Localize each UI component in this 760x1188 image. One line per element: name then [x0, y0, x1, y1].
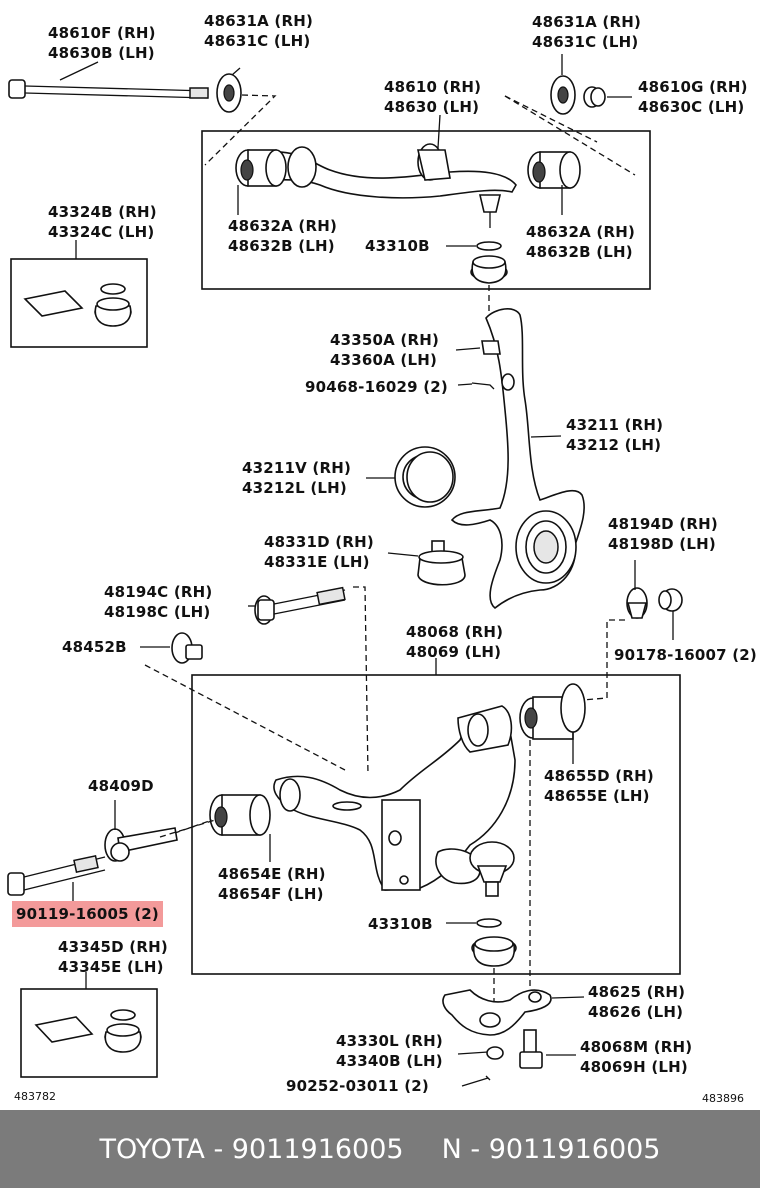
label-43345e: 43345E (LH) — [58, 958, 164, 976]
label-43212: 43212 (LH) — [566, 436, 661, 454]
label-48610g: 48610G (RH) — [638, 78, 748, 96]
cam-washer-right-drawing — [550, 75, 576, 115]
label-48452b: 48452B — [62, 638, 127, 656]
label-48631a-left: 48631A (RH) — [204, 12, 313, 30]
label-48631c-left: 48631C (LH) — [204, 32, 310, 50]
label-48631a-right: 48631A (RH) — [532, 13, 641, 31]
label-48610: 48610 (RH) — [384, 78, 481, 96]
label-43324c: 43324C (LH) — [48, 223, 154, 241]
upper-boot-kit-box — [10, 258, 148, 348]
diagram-code-right: 483896 — [702, 1092, 744, 1105]
label-43310b-top: 43310B — [365, 237, 430, 255]
label-48654f: 48654F (LH) — [218, 885, 324, 903]
label-90468: 90468-16029 (2) — [305, 378, 448, 396]
upper-control-arm-drawing — [235, 143, 581, 228]
cam-plate-48452b-drawing — [171, 632, 203, 664]
lower-ball-joint-drawing — [469, 841, 515, 897]
label-48655d: 48655D (RH) — [544, 767, 654, 785]
label-48194c: 48194C (RH) — [104, 583, 212, 601]
steering-knuckle-drawing — [450, 308, 585, 610]
label-43211v: 43211V (RH) — [242, 459, 351, 477]
label-43340b: 43340B (LH) — [336, 1052, 443, 1070]
label-48331e: 48331E (LH) — [264, 553, 370, 571]
label-48198c: 48198C (LH) — [104, 603, 210, 621]
cam-washer-48409d-drawing — [104, 827, 178, 862]
label-48069h: 48069H (LH) — [580, 1058, 688, 1076]
lower-boot-kit-box — [20, 988, 158, 1078]
label-90252: 90252-03011 (2) — [286, 1077, 429, 1095]
suspension-parts-diagram: 48610F (RH) 48630B (LH) 48631A (RH) 4863… — [7, 12, 757, 1105]
label-48630: 48630 (LH) — [384, 98, 479, 116]
nut-43330l-drawing — [486, 1046, 504, 1060]
dust-seal-43211v-drawing — [394, 446, 456, 508]
label-43324b: 43324B (RH) — [48, 203, 157, 221]
diagram-code-left: 483782 — [14, 1090, 56, 1103]
label-48626: 48626 (LH) — [588, 1003, 683, 1021]
upper-ball-joint-boot-drawing — [470, 241, 508, 284]
bushing-48654e-drawing — [209, 794, 271, 836]
label-43211: 43211 (RH) — [566, 416, 663, 434]
label-48630b: 48630B (LH) — [48, 44, 155, 62]
cam-washer-left-drawing — [216, 73, 242, 113]
label-48068: 48068 (RH) — [406, 623, 503, 641]
cam-washer-48194d-drawing — [626, 587, 648, 619]
lower-boot-kit-drawing — [34, 1009, 142, 1053]
label-48632a-left: 48632A (RH) — [228, 217, 337, 235]
label-48409d: 48409D — [88, 777, 154, 795]
bump-stopper-drawing — [417, 540, 466, 586]
label-43310b-bottom: 43310B — [368, 915, 433, 933]
label-48610f: 48610F (RH) — [48, 24, 156, 42]
cam-bolt-48194c-drawing — [254, 586, 346, 625]
label-43360a: 43360A (LH) — [330, 351, 437, 369]
footer-n-part-number: N - 9011916005 — [441, 1133, 661, 1165]
label-48654e: 48654E (RH) — [218, 865, 326, 883]
label-48632a-right: 48632A (RH) — [526, 223, 635, 241]
upper-arm-box — [201, 130, 651, 290]
footer-toyota-part-number: TOYOTA - 9011916005 — [99, 1133, 404, 1165]
bolt-48068m-drawing — [519, 1029, 543, 1069]
label-48630c: 48630C (LH) — [638, 98, 744, 116]
lower-ball-joint-boot-drawing — [471, 918, 517, 967]
label-90178: 90178-16007 (2) — [614, 646, 757, 664]
label-48632b-right: 48632B (LH) — [526, 243, 633, 261]
label-48194d: 48194D (RH) — [608, 515, 718, 533]
label-43212l: 43212L (LH) — [242, 479, 347, 497]
cotter-pin-90252-drawing — [461, 1075, 491, 1087]
label-48655e: 48655E (LH) — [544, 787, 650, 805]
nut-48610g-drawing — [583, 86, 606, 108]
label-48631c-right: 48631C (LH) — [532, 33, 638, 51]
label-48068m: 48068M (RH) — [580, 1038, 692, 1056]
nut-90178-drawing — [658, 588, 683, 612]
bushing-48655d-drawing — [519, 683, 586, 740]
part-labels: 48610F (RH) 48630B (LH) 48631A (RH) 4863… — [14, 12, 757, 1105]
lower-arm-bolt-drawing — [7, 854, 106, 896]
highlight-90119 — [12, 901, 163, 927]
label-48632b-left: 48632B (LH) — [228, 237, 335, 255]
label-90119: 90119-16005 (2) — [16, 905, 159, 923]
castle-nut-43350a-drawing — [481, 340, 501, 355]
upper-arm-bolt-drawing — [8, 79, 209, 99]
label-43330l: 43330L (RH) — [336, 1032, 443, 1050]
label-48625: 48625 (RH) — [588, 983, 685, 1001]
label-48198d: 48198D (LH) — [608, 535, 716, 553]
upper-boot-kit-drawing — [23, 283, 132, 327]
label-48069: 48069 (LH) — [406, 643, 501, 661]
steering-arm-drawing — [442, 989, 552, 1036]
part-number-footer: TOYOTA - 9011916005 N - 9011916005 — [0, 1110, 760, 1188]
label-43345d: 43345D (RH) — [58, 938, 168, 956]
label-43350a: 43350A (RH) — [330, 331, 439, 349]
lower-control-arm-drawing — [273, 705, 516, 891]
label-48331d: 48331D (RH) — [264, 533, 374, 551]
